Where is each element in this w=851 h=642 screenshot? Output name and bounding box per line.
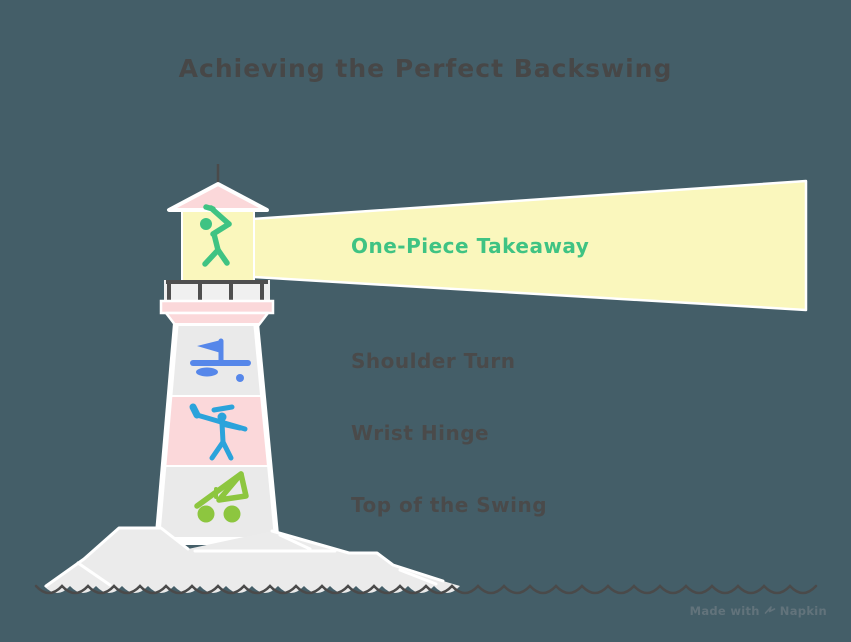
napkin-logo-icon [764,606,776,614]
lighthouse-roof [167,182,269,212]
step-label-one-piece-takeaway: One-Piece Takeaway [351,234,590,258]
step-label-top-of-the-swing: Top of the Swing [351,493,548,517]
tower-band-top-of-swing [160,467,274,537]
golf-push-cart-icon [194,471,249,523]
gallery-railing [164,280,270,301]
gallery-cornice [159,299,275,315]
step-label-shoulder-turn: Shoulder Turn [351,349,516,373]
golfer-address-icon [189,403,248,461]
page-title: Achieving the Perfect Backswing [178,54,673,83]
watermark-brand: Napkin [779,604,827,618]
watermark: Made with Napkin [690,604,827,618]
tower-band-wrist-hinge [166,397,267,465]
rock-facets [44,526,445,588]
water-wave-line [34,584,818,595]
rock-base [44,528,460,593]
step-label-wrist-hinge: Wrist Hinge [351,421,490,445]
golf-flag-hole-icon [190,338,251,382]
watermark-text: Made with [689,604,760,618]
golfer-backswing-icon [200,204,232,267]
